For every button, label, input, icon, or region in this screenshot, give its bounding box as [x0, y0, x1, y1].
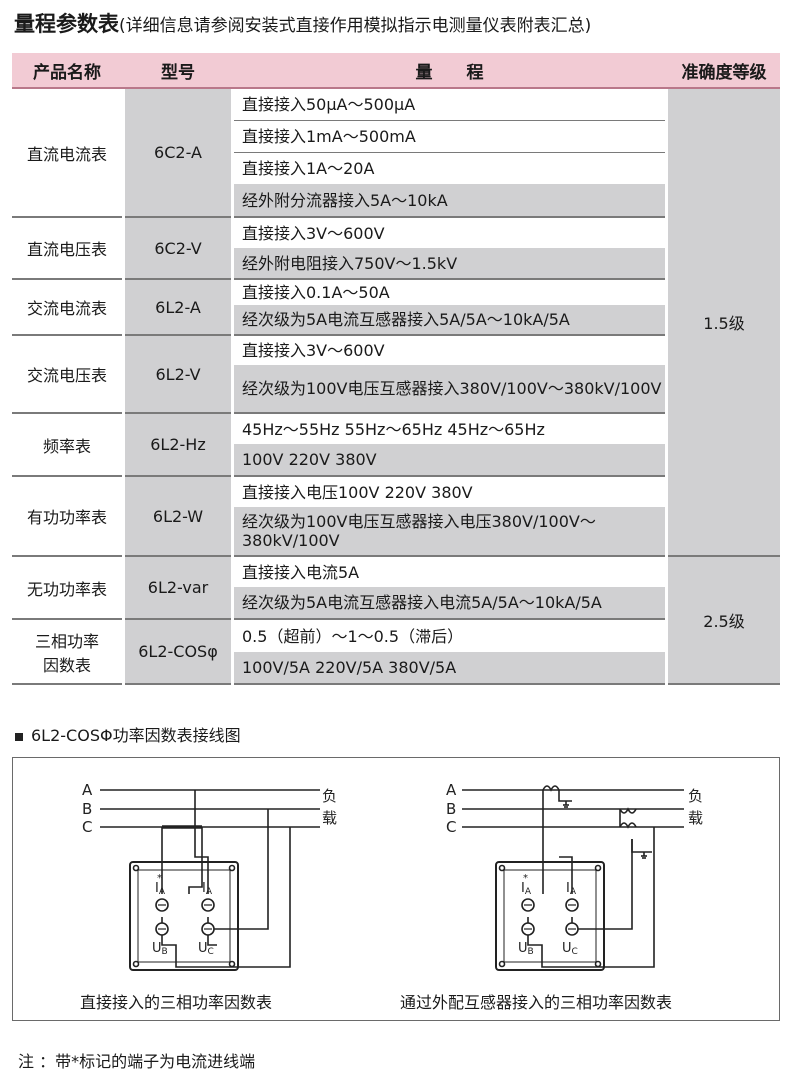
range-cell: 直接接入50μA～500μA: [234, 88, 665, 121]
range-cell: 直接接入0.1A～50A: [234, 279, 665, 305]
range-cell: 经次级为5A电流互感器接入5A/5A～10kA/5A: [234, 305, 665, 336]
range-parameter-table: 产品名称 型号 量 程 准确度等级 直流电流表 6C2-A 直接接入50μA～5…: [12, 53, 780, 685]
phase-label: A: [82, 781, 93, 799]
header-model: 型号: [125, 53, 231, 89]
range-cell: 直接接入电压100V 220V 380V: [234, 476, 665, 507]
product-model: 6L2-COSφ: [125, 619, 231, 685]
product-model: 6C2-A: [125, 88, 231, 218]
caption-direct-connection: 直接接入的三相功率因数表: [80, 993, 273, 1012]
range-cell: 经次级为100V电压互感器接入电压380V/100V～380kV/100V: [234, 507, 665, 557]
product-model: 6L2-W: [125, 476, 231, 557]
load-label: 载: [688, 809, 703, 827]
range-cell: 45Hz～55Hz 55Hz～65Hz 45Hz～65Hz: [234, 413, 665, 444]
product-name: 频率表: [12, 413, 122, 477]
load-label: 负: [322, 787, 337, 805]
page-title: 量程参数表(详细信息请参阅安装式直接作用模拟指示电测量仪表附表汇总): [14, 12, 592, 36]
accuracy-class: 2.5级: [668, 556, 780, 685]
phase-label: B: [82, 800, 92, 818]
range-cell: 100V/5A 220V/5A 380V/5A: [234, 652, 665, 685]
wiring-diagram-svg: A B C 负 载 A B C 负 载 * IA IA UB UC * IA I…: [82, 781, 703, 971]
product-model: 6L2-V: [125, 335, 231, 414]
caption-transformer-connection: 通过外配互感器接入的三相功率因数表: [400, 993, 673, 1012]
product-name: 有功功率表: [12, 476, 122, 557]
bullet-square-icon: [15, 732, 23, 741]
product-name: 三相功率因数表: [12, 619, 122, 685]
terminal-label: IA: [521, 881, 532, 897]
product-model: 6L2-Hz: [125, 413, 231, 477]
terminal-label: IA: [155, 881, 166, 897]
accuracy-class: 1.5级: [668, 88, 780, 557]
product-name: 直流电流表: [12, 88, 122, 218]
range-cell: 100V 220V 380V: [234, 444, 665, 477]
range-cell: 经次级为5A电流互感器接入电流5A/5A～10kA/5A: [234, 587, 665, 620]
product-name: 无功功率表: [12, 556, 122, 620]
range-cell: 直接接入1mA～500mA: [234, 120, 665, 153]
product-name: 交流电压表: [12, 335, 122, 414]
footnote: 注 ：带*标记的端子为电流进线端: [18, 1052, 256, 1071]
phase-label: A: [446, 781, 457, 799]
phase-label: B: [446, 800, 456, 818]
range-cell: 经外附分流器接入5A～10kA: [234, 184, 665, 218]
phase-label: C: [82, 818, 92, 836]
range-cell: 直接接入电流5A: [234, 556, 665, 587]
range-cell: 经外附电阻接入750V～1.5kV: [234, 248, 665, 280]
load-label: 载: [322, 809, 337, 827]
terminal-label: UB: [518, 941, 534, 957]
terminal-label: IA: [566, 881, 577, 897]
terminal-label: UB: [152, 941, 168, 957]
header-accuracy: 准确度等级: [668, 53, 780, 89]
terminal-label: UC: [198, 941, 214, 957]
current-in-star: *: [157, 873, 162, 884]
range-cell: 直接接入3V～600V: [234, 335, 665, 365]
range-cell: 直接接入1A～20A: [234, 152, 665, 184]
wiring-section-title: 6L2-COSΦ功率因数表接线图: [15, 722, 241, 746]
header-product-name: 产品名称: [12, 53, 122, 89]
load-label: 负: [688, 787, 703, 805]
phase-label: C: [446, 818, 456, 836]
product-name: 直流电压表: [12, 217, 122, 280]
product-model: 6L2-A: [125, 279, 231, 336]
range-cell: 0.5（超前）～1～0.5（滞后）: [234, 619, 665, 652]
current-in-star: *: [523, 873, 528, 884]
product-name: 交流电流表: [12, 279, 122, 336]
header-range: 量 程: [234, 53, 665, 89]
product-model: 6L2-var: [125, 556, 231, 620]
range-cell: 直接接入3V～600V: [234, 217, 665, 248]
terminal-label: UC: [562, 941, 578, 957]
terminal-label: IA: [202, 881, 213, 897]
product-model: 6C2-V: [125, 217, 231, 280]
range-cell: 经次级为100V电压互感器接入380V/100V～380kV/100V: [234, 365, 665, 414]
wiring-diagram-frame: [12, 757, 780, 1021]
